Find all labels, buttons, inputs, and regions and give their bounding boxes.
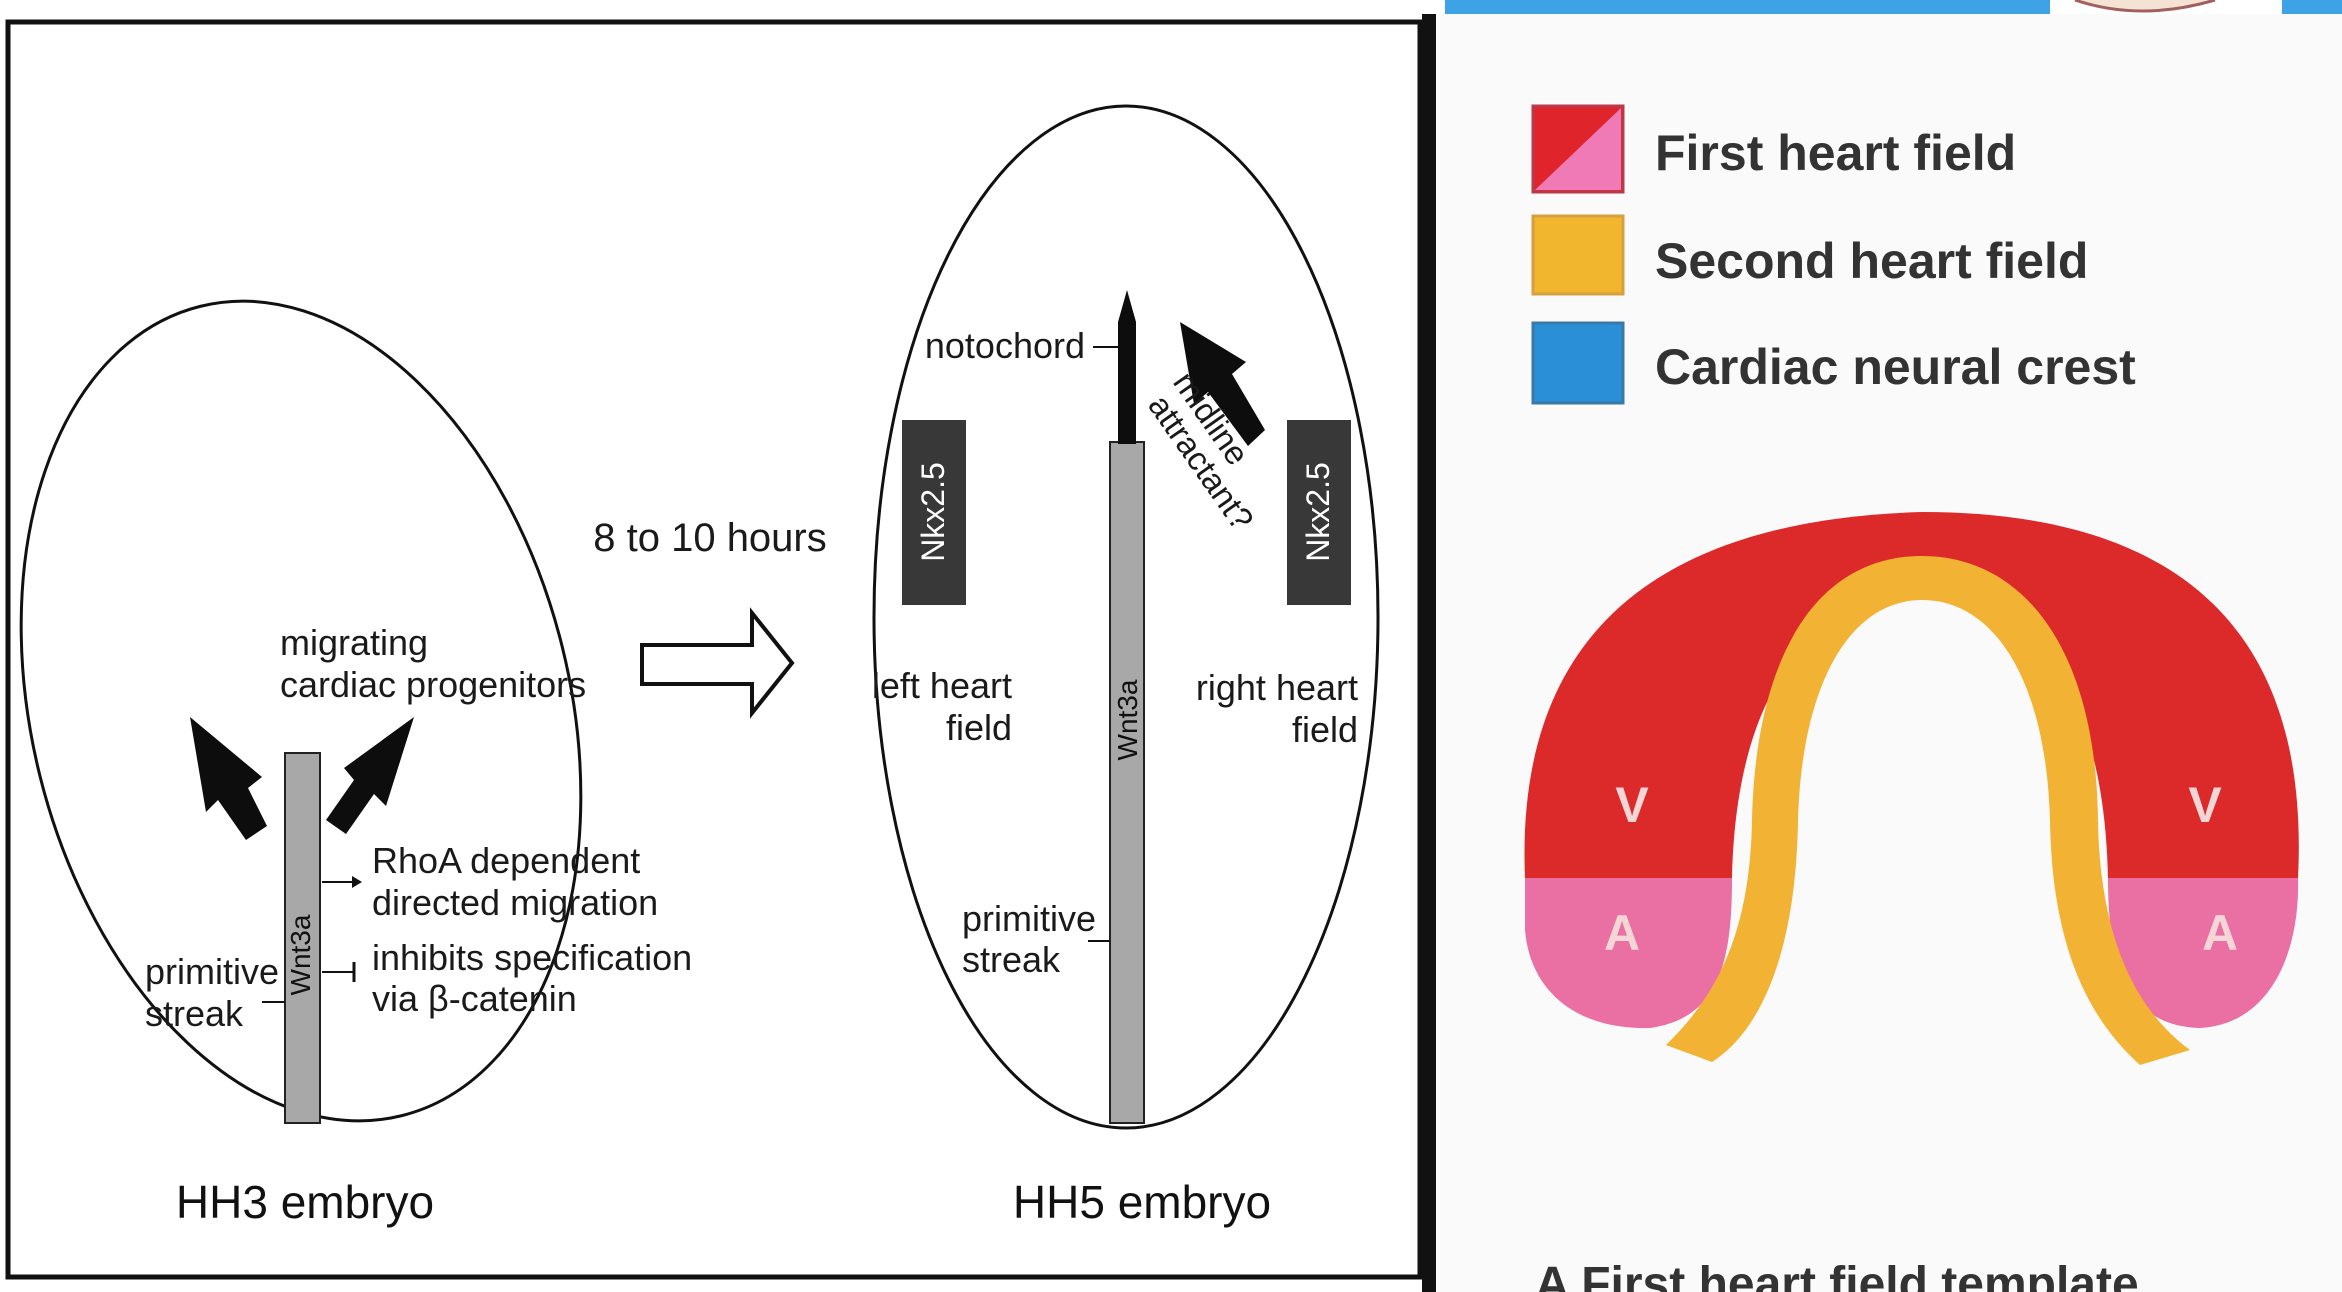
second-heart-field-arch — [1666, 556, 2190, 1065]
right-panel: First heart field Second heart field Car… — [1436, 14, 2342, 1292]
nkx-left-box — [902, 420, 966, 605]
heart-label-a-right: A — [2202, 905, 2238, 961]
hh3-progenitors-label: cardiac progenitors — [280, 664, 586, 705]
hh3-outline — [19, 299, 583, 1123]
hh5-wnt3a-label: Wnt3a — [1112, 679, 1143, 760]
heart-template: V V A A — [1524, 512, 2299, 1065]
hh3-primitive-streak-bar — [284, 752, 321, 1124]
hh5-streak-label-1: primitive — [962, 898, 1096, 939]
hh5-primitive-streak-bar — [1109, 441, 1145, 1124]
hh5-title: HH5 embryo — [1013, 1176, 1271, 1228]
rhoa-label-2: directed migration — [372, 882, 658, 923]
nkx-right-label: Nkx2.5 — [1300, 462, 1336, 562]
hh5-outline — [872, 104, 1380, 1130]
figure-caption: A First heart field template — [1535, 1258, 2139, 1292]
left-field-label-1: left heart — [872, 665, 1012, 706]
legend-label-first: First heart field — [1655, 125, 2016, 181]
transition-arrow-icon — [640, 607, 795, 719]
hh5-streak-label-2: streak — [962, 939, 1061, 980]
notochord-tip-icon — [1118, 290, 1136, 322]
heart-label-v-left: V — [1615, 777, 1649, 833]
transition-label: 8 to 10 hours — [593, 516, 827, 560]
hh3-arrow-left — [190, 717, 267, 840]
hh3-wnt3a-label: Wnt3a — [285, 914, 316, 995]
inhibit-label-1: inhibits specification — [372, 937, 692, 978]
top-banner — [1445, 0, 2050, 14]
right-field-label-1: right heart — [1196, 667, 1358, 708]
atrium-left — [1525, 878, 1732, 1029]
hh3-embryo: Wnt3a migrating cardiac progenitors RhoA… — [19, 299, 692, 1228]
logo-emblem-icon — [2074, 0, 2216, 13]
nkx-left-label: Nkx2.5 — [915, 462, 951, 562]
notochord-label: notochord — [925, 325, 1085, 366]
rhoa-arrowhead-icon — [352, 876, 362, 888]
hh3-arrow-right — [326, 717, 414, 834]
hh3-streak-label-2: streak — [145, 993, 244, 1034]
heart-label-a-left: A — [1604, 905, 1640, 961]
top-banner-end — [2282, 0, 2342, 14]
legend-label-neural-crest: Cardiac neural crest — [1655, 339, 2136, 395]
transition: 8 to 10 hours — [593, 516, 827, 719]
hh3-migrating-label: migrating — [280, 622, 428, 663]
right-field-label-2: field — [1292, 709, 1358, 750]
midline-arrow-icon — [1180, 322, 1265, 446]
left-field-label-2: field — [946, 707, 1012, 748]
inhibit-label-2: via β-catenin — [372, 978, 577, 1019]
hh3-streak-label-1: primitive — [145, 951, 279, 992]
legend-swatch-neural-crest — [1531, 321, 1625, 405]
legend-swatch-second — [1531, 214, 1625, 296]
hh3-title: HH3 embryo — [176, 1176, 434, 1228]
panel-divider — [1422, 14, 1436, 1292]
legend-swatch-first-pink — [1535, 108, 1621, 190]
first-heart-field-arch — [1524, 512, 2299, 878]
notochord-bar — [1118, 322, 1136, 444]
rhoa-label-1: RhoA dependent — [372, 840, 640, 881]
nkx-right-box — [1287, 420, 1351, 605]
legend-label-second: Second heart field — [1655, 233, 2088, 289]
heart-label-v-right: V — [2188, 777, 2222, 833]
atrium-right — [2108, 878, 2299, 1028]
legend: First heart field Second heart field Car… — [1531, 104, 2136, 405]
